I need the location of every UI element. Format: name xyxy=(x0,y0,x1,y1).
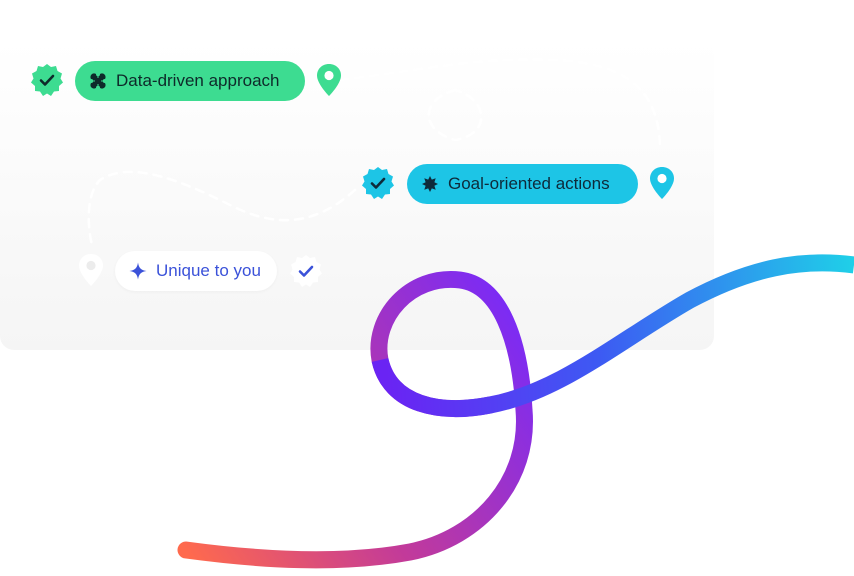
check-badge-icon xyxy=(362,167,394,199)
cross-x-icon xyxy=(89,72,107,90)
check-badge-icon xyxy=(290,255,322,287)
step-pill-unique: Unique to you xyxy=(115,251,277,291)
step-label: Data-driven approach xyxy=(116,71,280,90)
step-label: Goal-oriented actions xyxy=(448,174,610,193)
step-pill-data-driven: Data-driven approach xyxy=(75,61,305,101)
check-badge-icon xyxy=(31,64,63,96)
location-pin-icon xyxy=(317,64,341,96)
location-pin-icon xyxy=(650,167,674,199)
burst-icon xyxy=(422,176,438,192)
sparkle-icon xyxy=(129,262,147,280)
step-pill-goal-oriented: Goal-oriented actions xyxy=(407,164,638,204)
location-pin-icon xyxy=(79,254,103,286)
step-label: Unique to you xyxy=(156,261,261,280)
